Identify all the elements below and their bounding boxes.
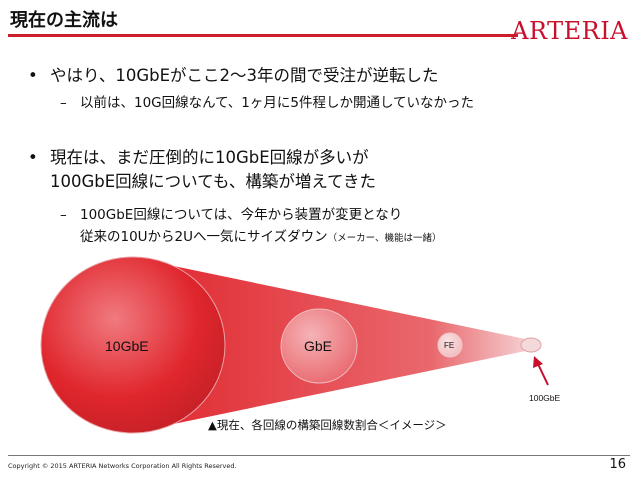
bullet-dot: • (28, 148, 38, 167)
bullet-2-sub-1-note: （メーカー、機能は一緒） (327, 233, 442, 244)
title-underline (8, 34, 518, 37)
copyright-text: Copyright © 2015 ARTERIA Networks Corpor… (8, 462, 237, 470)
label-10gbe: 10GbE (105, 338, 149, 354)
circle-10gbe (40, 256, 226, 434)
circle-gbe (280, 308, 358, 384)
diagram-caption: ▲現在、各回線の構築回線数割合＜イメージ＞ (208, 418, 447, 432)
circle-100gbe (520, 337, 542, 353)
bullet-2-sub-1-text-line-2: 従来の10Uから2Uへ一気にサイズダウン (80, 229, 328, 245)
slide-title: 現在の主流は (10, 10, 118, 31)
label-fe: FE (444, 341, 454, 350)
sub-dash: – (60, 207, 67, 223)
label-gbe: GbE (304, 338, 332, 354)
page-number: 16 (609, 457, 626, 472)
bullet-2-text-line-1: 現在は、まだ圧倒的に10GbE回線が多いが (50, 148, 369, 167)
arrow-shaft (537, 363, 549, 386)
bullet-2-text-line-2: 100GbE回線についても、構築が増えてきた (50, 172, 377, 191)
label-100gbe: 100GbE (529, 393, 561, 403)
bullet-2-sub-1-text-line-1: 100GbE回線については、今年から装置が変更となり (80, 207, 403, 223)
footer-rule (8, 455, 630, 456)
sub-dash: – (60, 95, 67, 111)
bullet-dot: • (28, 66, 38, 85)
bullet-2-sub-1-line-2: 従来の10Uから2Uへ一気にサイズダウン（メーカー、機能は一緒） (80, 226, 442, 250)
bullet-1-text: やはり、10GbEがここ2〜3年の間で受注が逆転した (50, 66, 439, 85)
arrow-head (533, 356, 543, 368)
bullet-1-sub-1-text: 以前は、10G回線なんて、1ヶ月に5件程しか開通していなかった (80, 95, 475, 111)
circle-fe (437, 332, 463, 358)
footer: Copyright © 2015 ARTERIA Networks Corpor… (0, 455, 638, 479)
arteria-logo: ARTERIA (511, 17, 628, 45)
